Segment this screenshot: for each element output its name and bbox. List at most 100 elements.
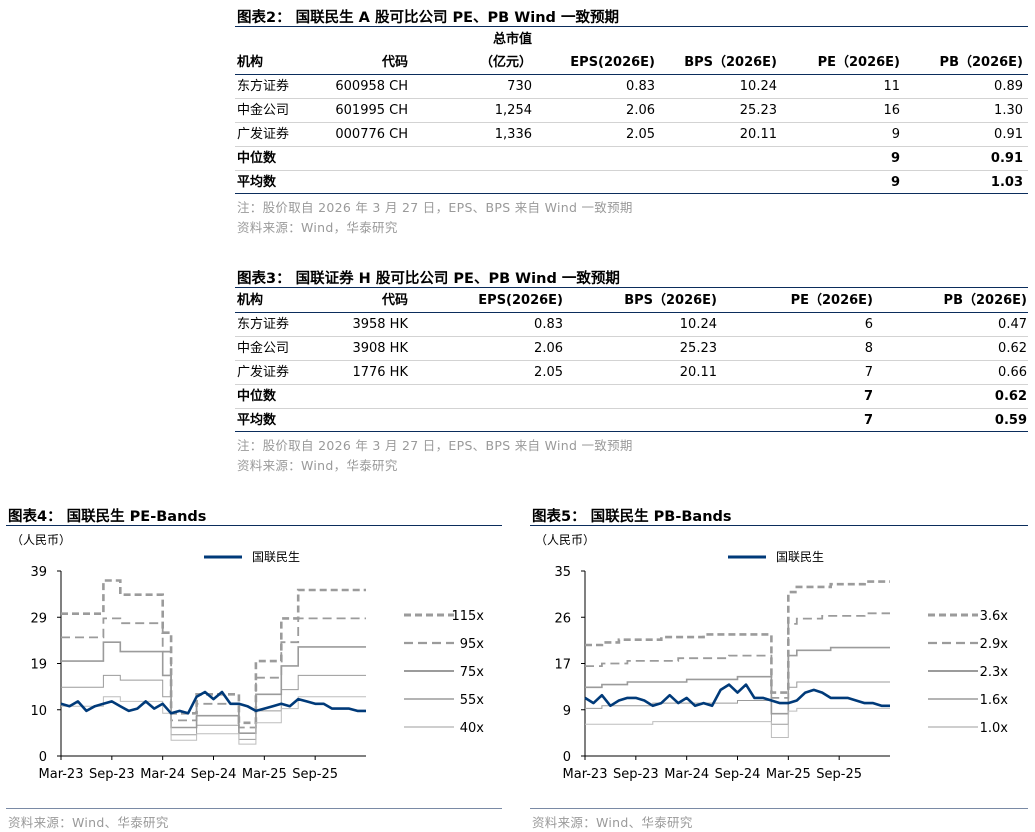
table2-cell: 2.06 <box>626 103 655 118</box>
table2-cell: 2.05 <box>626 127 655 142</box>
chart5-xtick-label: Mar-25 <box>766 767 811 782</box>
table2-median-pb: 0.91 <box>990 151 1023 166</box>
table2-cell: 1,336 <box>494 127 532 142</box>
chart5-xtick-label: Sep-24 <box>715 767 761 782</box>
chart4-top-rule <box>6 525 502 526</box>
chart5-bottom-rule <box>530 808 1028 809</box>
table2-row-divider <box>235 146 1028 147</box>
chart4-xtick-label: Sep-25 <box>292 767 338 782</box>
table2-cell: 600958 CH <box>335 79 408 94</box>
chart5-band-line <box>585 707 890 738</box>
chart5-legend-band-label: 1.6x <box>980 693 1009 708</box>
chart4-legend-band-label: 95x <box>460 637 485 652</box>
table3-title: 图表3： 国联证券 H 股可比公司 PE、PB Wind 一致预期 <box>237 271 620 287</box>
chart4-xtick-label: Mar-23 <box>39 767 84 782</box>
table2-header-top: 总市值 <box>492 32 532 47</box>
table2-top-rule <box>235 26 1028 27</box>
table3-cell: 8 <box>864 341 873 356</box>
table3-header-col5: PE（2026E) <box>790 293 873 308</box>
table2-cell: 0.89 <box>994 79 1023 94</box>
table2-cell: 中金公司 <box>237 103 290 118</box>
chart4-legend-band-label: 115x <box>451 609 484 624</box>
chart4-source: 资料来源：Wind、华泰研究 <box>8 815 169 830</box>
chart5-legend-band-label: 3.6x <box>980 609 1009 624</box>
table3-cell: 2.06 <box>534 341 563 356</box>
table3-row-divider <box>235 408 1028 409</box>
chart5-legend-band-label: 1.0x <box>980 721 1009 736</box>
table3-row-divider <box>235 360 1028 361</box>
chart4-band-line <box>61 579 366 725</box>
table3-source: 资料来源：Wind，华泰研究 <box>237 458 398 473</box>
table2-header-rule <box>235 74 1028 75</box>
chart4-ytick-label: 29 <box>30 611 47 626</box>
table3-cell: 0.66 <box>998 365 1027 380</box>
table2-cell: 16 <box>883 103 900 118</box>
table2-row-divider <box>235 98 1028 99</box>
table3-row-divider <box>235 336 1028 337</box>
table3-cell: 中金公司 <box>237 341 290 356</box>
table2-mean-pe: 9 <box>890 175 900 190</box>
table2-header-col6: PE（2026E) <box>817 55 900 70</box>
table3-bottom-rule <box>235 431 1028 432</box>
table3-cell: 25.23 <box>679 341 717 356</box>
table3-cell: 1776 HK <box>352 365 408 380</box>
table3-cell: 7 <box>864 365 873 380</box>
table3-cell: 东方证券 <box>237 317 290 332</box>
table3-cell: 3908 HK <box>352 341 408 356</box>
table2-median-pe: 9 <box>890 151 900 166</box>
table3-mean-pe: 7 <box>863 413 873 428</box>
chart5-ylabel: （人民币） <box>535 533 595 547</box>
table2-cell: 000776 CH <box>335 127 408 142</box>
chart5-xtick-label: Mar-24 <box>664 767 709 782</box>
chart4-ylabel: （人民币） <box>11 533 71 547</box>
chart5-band-line <box>585 646 890 715</box>
chart5-legend-band-label: 2.9x <box>980 637 1009 652</box>
table2-mean-label: 平均数 <box>237 175 277 190</box>
table3-note: 注：股价取自 2026 年 3 月 27 日，EPS、BPS 来自 Wind 一… <box>237 438 633 453</box>
chart5-ytick-label: 26 <box>554 611 571 626</box>
table3-mean-label: 平均数 <box>237 413 277 428</box>
chart5-band-line <box>585 681 890 725</box>
table2-cell: 730 <box>507 79 532 94</box>
table2-header-col7: PB（2026E) <box>939 55 1023 70</box>
table3-cell: 3958 HK <box>352 317 408 332</box>
table2-cell: 25.23 <box>739 103 777 118</box>
table3-header-col4: BPS（2026E) <box>624 293 717 308</box>
table2-cell: 601995 CH <box>335 103 408 118</box>
table3-top-rule <box>235 287 1028 288</box>
table2-cell: 10.24 <box>739 79 777 94</box>
table3-mean-pb: 0.59 <box>994 413 1027 428</box>
chart4-band-line <box>61 641 366 734</box>
table2-header-col4: EPS(2026E) <box>570 55 655 70</box>
chart4-price-line <box>60 690 366 715</box>
chart5-price-line <box>584 683 890 708</box>
table2-cell: 11 <box>883 79 900 94</box>
table2-header-col1: 机构 <box>237 55 264 70</box>
chart5-ytick-label: 35 <box>554 565 571 580</box>
chart5-band-line <box>585 580 890 694</box>
chart5-ytick-label: 9 <box>563 704 571 719</box>
table3-cell: 10.24 <box>679 317 717 332</box>
chart4-band-line <box>61 696 366 745</box>
chart4-legend-band-label: 75x <box>460 665 485 680</box>
table2-cell: 广发证券 <box>237 127 290 142</box>
table3-cell: 0.83 <box>534 317 563 332</box>
chart4-xtick-label: Sep-23 <box>89 767 135 782</box>
table2-title: 图表2： 国联民生 A 股可比公司 PE、PB Wind 一致预期 <box>237 10 619 26</box>
table3-cell: 0.62 <box>998 341 1027 356</box>
chart4-legend-band-label: 55x <box>460 693 485 708</box>
chart4-band-line <box>61 617 366 729</box>
chart4-xtick-label: Mar-24 <box>140 767 185 782</box>
chart4-xtick-label: Mar-25 <box>242 767 287 782</box>
table3-median-pb: 0.62 <box>994 389 1027 404</box>
chart4-legend-band-label: 40x <box>460 721 485 736</box>
chart5-xtick-label: Mar-23 <box>563 767 608 782</box>
table3-cell: 6 <box>864 317 873 332</box>
table2-cell: 20.11 <box>739 127 777 142</box>
table3-cell: 20.11 <box>679 365 717 380</box>
chart5-title: 图表5： 国联民生 PB-Bands <box>532 509 732 525</box>
chart4-ytick-label: 0 <box>39 750 47 765</box>
table2-bottom-rule <box>235 193 1028 194</box>
